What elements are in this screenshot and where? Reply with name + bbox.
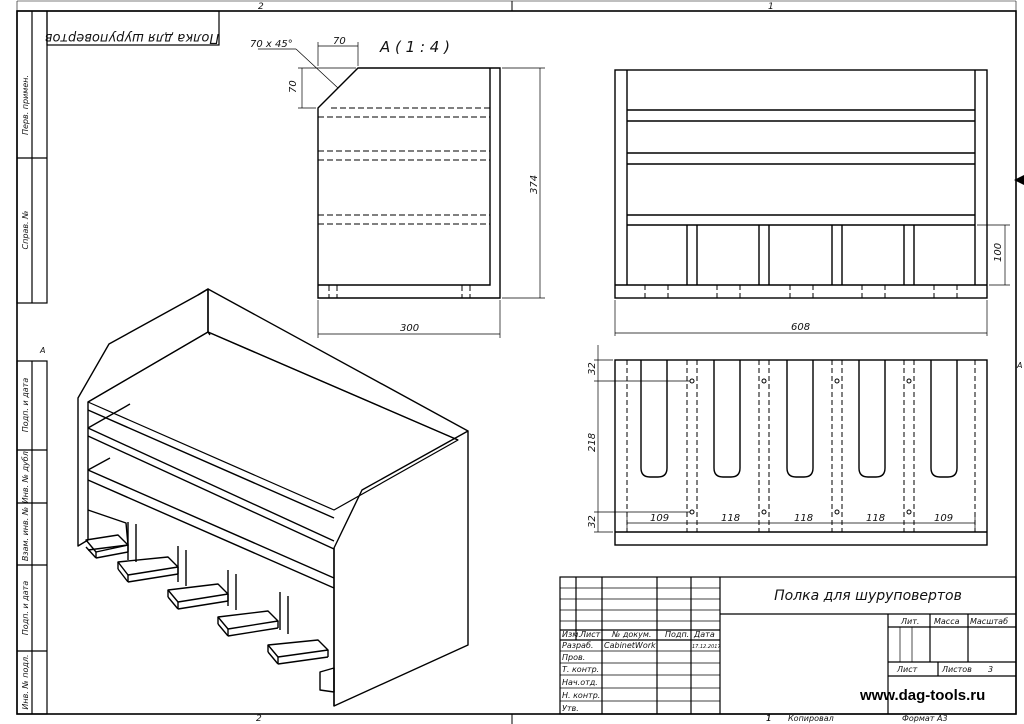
side-label-podp-data: Подп. и дата [21,378,30,433]
mirrored-stamp-text: Полка для шуруповертов [45,30,219,45]
tb-listov-value: 3 [988,665,993,674]
dimension-front-width: 608 [791,322,810,333]
dimension-pitch: 109 [650,513,669,524]
dimension-chamfer-width: 70 [333,36,346,47]
dimension-pitch: 118 [721,513,740,524]
mirrored-stamp: Полка для шуруповертов [45,10,220,46]
dimension-pitch: 118 [866,513,885,524]
dimension-chamfer: 70 x 45° [250,39,293,50]
tb-n-kontr: Н. контр. [562,691,600,700]
tb-massa: Масса [934,617,960,626]
title-block [559,576,1017,715]
dimension-slot-bottom: 32 [587,515,598,528]
tb-izm: Изм. [562,630,581,639]
side-view: А ( 1 : 4 ) [250,36,545,338]
tb-lit: Лит. [900,617,919,626]
tb-list: Лист [579,630,601,639]
centering-mark [1014,175,1024,185]
tb-list-label: Лист [896,665,918,674]
tb-razrab-name: CabinetWork [604,641,656,650]
tb-t-kontr: Т. контр. [562,665,599,674]
zone-label: 1 [766,714,772,724]
zone-label: A [39,346,45,355]
front-view: 100 608 [614,69,1010,336]
zone-label: 2 [258,2,264,12]
dimension-pitch: 118 [794,513,813,524]
tb-format: Формат А3 [902,714,948,723]
zone-label: 2 [256,714,262,724]
top-view: 32 218 32 109 118 118 118 109 [587,345,988,546]
tb-podp: Подп. [665,630,689,639]
tb-prov: Пров. [562,653,585,662]
tb-listov-label: Листов [941,665,972,674]
tb-razrab-date: 17.12.2017 [692,644,721,650]
tb-doc-no: № докум. [611,630,651,639]
dimension-side-height: 374 [529,175,540,194]
dimension-pitch: 109 [934,513,953,524]
tb-utv: Утв. [562,704,579,713]
dimension-slot-mid: 218 [587,433,598,452]
isometric-view [77,288,469,707]
tb-razrab: Разраб. [562,641,593,650]
dimension-front-height: 100 [993,243,1004,262]
tb-masshtab: Масштаб [970,617,1008,626]
dimension-chamfer-height: 70 [288,80,299,93]
zone-label: A [1016,361,1022,370]
drawing-title: Полка для шуруповертов [774,588,962,604]
website-watermark: www.dag-tools.ru [859,687,985,704]
side-label-perv-primen: Перв. примен. [21,75,30,135]
tb-sheet-no: 1 [766,714,771,723]
dimension-side-depth: 300 [400,323,419,334]
side-label-vzam-inv: Взам. инв. № [21,507,30,561]
tb-nach-otd: Нач.отд. [562,678,598,687]
side-columns [16,10,48,715]
side-label-podp-data: Подп. и дата [21,581,30,636]
tb-data: Дата [693,630,715,639]
tb-kopiroval: Копировал [788,714,834,723]
zone-label: 1 [768,2,774,12]
view-label: А ( 1 : 4 ) [379,38,450,56]
dimension-slot-top: 32 [587,362,598,375]
side-label-inv-podl: Инв. № подл. [21,654,30,709]
side-label-sprav-no: Справ. № [21,211,30,250]
side-label-inv-dubl: Инв. № дубл. [21,449,30,504]
